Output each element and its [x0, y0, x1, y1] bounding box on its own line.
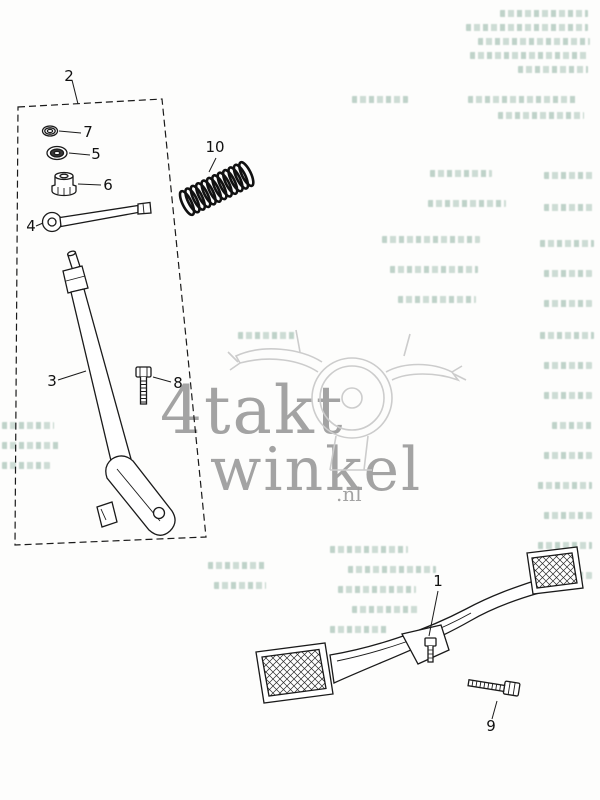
callout-7-label: 7: [83, 123, 93, 141]
bleed-text-line: [478, 38, 590, 45]
bleed-text-line: [498, 112, 584, 119]
bleed-text-line: [544, 362, 592, 369]
watermark-word-1: 4takt: [160, 372, 345, 449]
bleed-text-line: [544, 512, 592, 519]
bleed-text-line: [544, 172, 594, 179]
callout-4-label: 4: [26, 217, 36, 235]
bleed-text-line: [540, 332, 594, 339]
part-1-brake-pedal: [255, 546, 584, 704]
watermark-sketch-icon: [227, 329, 467, 471]
bleed-text-line: [2, 462, 50, 469]
callout-2-label: 2: [64, 67, 74, 85]
bleed-text-line: [214, 582, 266, 589]
bleed-text-line: [338, 586, 416, 593]
bleed-text-line: [538, 542, 592, 549]
bleed-text-line: [330, 626, 388, 633]
callout-5-label: 5: [91, 145, 101, 163]
part-7-small-washer: [41, 125, 59, 137]
bleed-text-line: [544, 270, 592, 277]
part-4-linkage-rod: [41, 201, 152, 233]
bleed-text-line: [500, 10, 588, 17]
parts-group-box: [14, 98, 207, 546]
bleed-text-line: [398, 296, 476, 303]
part-5-washer: [46, 145, 68, 161]
bleed-text-line: [208, 562, 266, 569]
callout-labels: 2 7 5 6 4 3 8 10 1 9: [26, 67, 496, 735]
callout-8-label: 8: [173, 374, 183, 392]
part-8-bolt: [135, 366, 152, 405]
bleed-text-line: [544, 392, 592, 399]
bleed-text-line: [544, 204, 594, 211]
bleed-text-line: [348, 566, 436, 573]
bleed-text-line: [430, 170, 492, 177]
callout-6-label: 6: [103, 176, 113, 194]
part-3-lever: [62, 250, 176, 536]
callout-10-label: 10: [205, 138, 224, 156]
bleed-text-line: [382, 236, 480, 243]
bleed-text-line: [518, 66, 588, 73]
bleed-text-line: [538, 482, 592, 489]
bleed-text-line: [468, 96, 576, 103]
part-10-spring: [178, 160, 255, 217]
bleed-text-line: [352, 606, 420, 613]
callout-3-label: 3: [47, 372, 57, 390]
bleed-text-line: [544, 300, 592, 307]
leader-lines: [35, 79, 498, 720]
bleed-text-line: [540, 240, 594, 247]
watermark-word-2: winkel: [210, 435, 423, 505]
part-6-bushing: [51, 171, 77, 197]
bleed-text-line: [330, 546, 408, 553]
bleed-text-line: [544, 452, 592, 459]
watermark-suffix: .nl: [336, 482, 362, 506]
bleed-text-line: [2, 422, 54, 429]
callout-1-label: 1: [433, 572, 443, 590]
bleed-text-line: [466, 24, 588, 31]
bleed-text-line: [352, 96, 408, 103]
bleed-text-line: [238, 332, 296, 339]
bleed-text-line: [390, 266, 478, 273]
bleed-text-line: [552, 422, 592, 429]
bleed-text-line: [428, 200, 506, 207]
callout-9-label: 9: [486, 717, 496, 735]
bleed-text-line: [2, 442, 60, 449]
part-9-bolt: [467, 679, 521, 697]
bleed-text-line: [470, 52, 588, 59]
